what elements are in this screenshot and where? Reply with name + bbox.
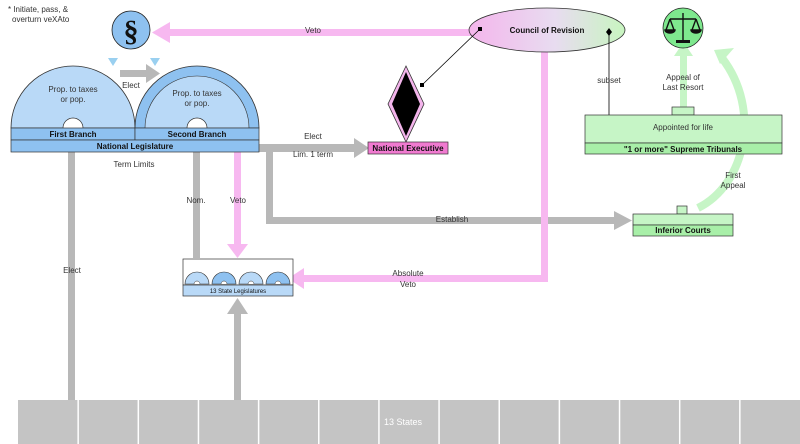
elect-arrow-shaft [68, 152, 75, 400]
states-elect-label: Elect [63, 266, 82, 275]
exec-elect-label-2: Lim. 1 term [293, 150, 333, 159]
mini-dome-arch [274, 280, 282, 285]
second-branch-dome-inner [144, 75, 250, 129]
establish-down [266, 152, 273, 224]
council-veto-shaft [168, 29, 478, 36]
nom-label: Nom. [186, 196, 205, 205]
supreme-tribunals: Appointed for life "1 or more" Supreme T… [584, 106, 783, 155]
national-legislature: Prop. to taxes or pop. Prop. to taxes or… [10, 65, 260, 153]
note-line-2: overturn veXAto [12, 15, 70, 24]
state-veto-head [227, 244, 248, 258]
section-icon: § [124, 15, 139, 48]
first-branch-basis-1: Prop. to taxes [48, 85, 97, 94]
establish-head [614, 211, 632, 230]
appeal-label-1: Appeal of [666, 73, 701, 82]
establish-shaft [266, 217, 616, 224]
branch-elect-shaft [120, 70, 148, 77]
first-appeal-head [714, 48, 734, 64]
supreme-label: "1 or more" Supreme Tribunals [624, 145, 743, 154]
exec-elect-shaft [258, 144, 356, 152]
national-executive: National Executive [367, 65, 449, 155]
first-branch-basis-2: or pop. [61, 95, 86, 104]
first-branch-arch [62, 117, 84, 129]
council-veto-head [152, 22, 170, 43]
scales-icon [664, 13, 702, 43]
state-veto-label: Veto [230, 196, 247, 205]
sparkle-left [108, 58, 118, 66]
exec-elect-label-1: Elect [304, 132, 323, 141]
second-branch-basis-2: or pop. [185, 99, 210, 108]
first-appeal-label-1: First [725, 171, 741, 180]
branch-elect-label: Elect [122, 81, 141, 90]
appeal-arrow-head [674, 42, 693, 56]
appointed-label: Appointed for life [653, 123, 714, 132]
first-branch-dome [10, 65, 136, 129]
sparkle-right [150, 58, 160, 66]
council-of-revision: Council of Revision [420, 7, 626, 132]
national-executive-label: National Executive [372, 144, 444, 153]
state-legislatures: 13 State Legislatures [182, 258, 294, 297]
absolute-veto-down [541, 52, 548, 282]
national-legislature-label: National Legislature [97, 142, 174, 151]
state-legislatures-label: 13 State Legislatures [210, 289, 266, 295]
inferior-courts: Inferior Courts [632, 205, 734, 237]
section-symbol: § [111, 10, 151, 50]
mini-dome [238, 271, 264, 285]
mini-dome [211, 271, 237, 285]
states-bar: 13 States [18, 400, 800, 444]
second-branch-label: Second Branch [168, 130, 227, 139]
state-dividers [77, 400, 741, 444]
second-branch-arch [186, 117, 208, 129]
scales-circle [662, 7, 704, 49]
note-line-1: * Initiate, pass, & [8, 5, 69, 14]
mini-dome [265, 271, 291, 285]
mini-domes [184, 271, 291, 285]
absolute-veto-label-2: Veto [400, 280, 417, 289]
subset-label: subset [597, 76, 621, 85]
council-veto-label: Veto [305, 26, 322, 35]
mini-dome-arch [193, 280, 201, 285]
first-branch-label: First Branch [49, 130, 96, 139]
nom-arrow-shaft [193, 152, 200, 258]
mini-dome-arch [247, 280, 255, 285]
appeal-arrow-shaft [680, 52, 687, 118]
state-veto-shaft [234, 140, 241, 246]
second-branch-basis-1: Prop. to taxes [172, 89, 221, 98]
term-limits-label: Term Limits [114, 160, 155, 169]
mini-dome-arch [220, 280, 228, 285]
pink-arrows [152, 22, 548, 289]
first-appeal-label-2: Appeal [721, 181, 746, 190]
inferior-courts-label: Inferior Courts [655, 226, 711, 235]
appeal-label-2: Last Resort [663, 83, 705, 92]
absolute-veto-head [288, 268, 304, 289]
exec-elect-head [354, 138, 369, 158]
branch-elect-head [146, 64, 160, 83]
gray-arrows [62, 64, 632, 400]
absolute-veto-label-1: Absolute [392, 269, 424, 278]
council-label: Council of Revision [510, 26, 585, 35]
states-label: 13 States [384, 417, 423, 427]
absolute-veto-shaft [302, 275, 548, 282]
establish-label: Establish [436, 215, 468, 224]
mini-dome [184, 271, 210, 285]
states-to-legislatures-shaft [234, 312, 241, 400]
states-to-legislatures-head [227, 298, 248, 314]
